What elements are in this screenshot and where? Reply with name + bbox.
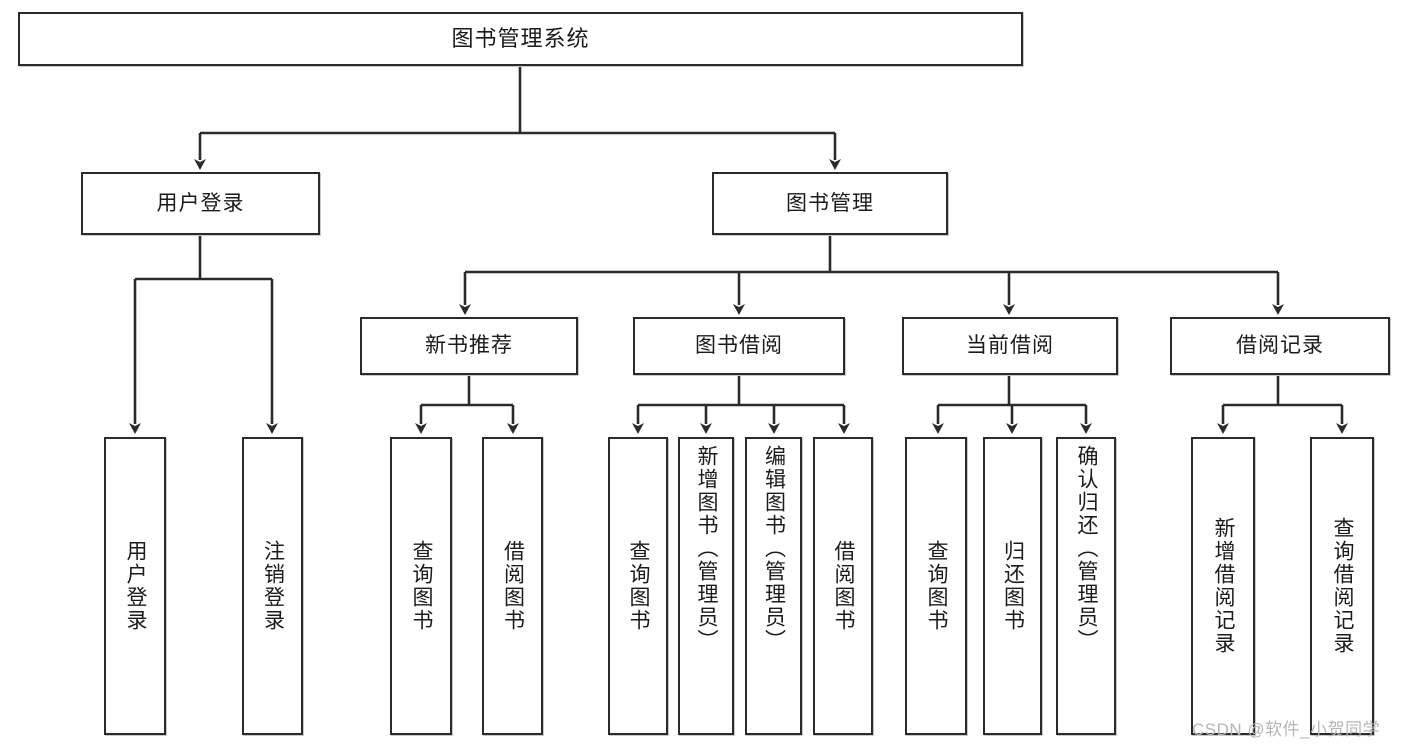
leaf-user-login-do[interactable]: 用户登录 — [104, 437, 166, 735]
leaf-recommend-query-book[interactable]: 查询图书 — [390, 437, 452, 735]
node-current-borrow[interactable]: 当前借阅 — [902, 317, 1118, 375]
node-label: 借阅图书 — [501, 540, 525, 632]
node-label: 图书管理 — [786, 191, 874, 215]
node-book-management[interactable]: 图书管理 — [712, 172, 948, 235]
node-label: 查询图书 — [925, 540, 949, 632]
node-label: 注销登录 — [261, 540, 285, 632]
node-label: 借阅图书 — [832, 540, 856, 632]
leaf-current-return-book[interactable]: 归还图书 — [983, 437, 1042, 735]
leaf-borrow-query-book[interactable]: 查询图书 — [608, 437, 668, 735]
node-new-book-recommend[interactable]: 新书推荐 — [360, 317, 578, 375]
leaf-record-add-borrow-record[interactable]: 新增借阅记录 — [1191, 437, 1255, 735]
leaf-user-logout[interactable]: 注销登录 — [242, 437, 303, 735]
leaf-current-query-book[interactable]: 查询图书 — [905, 437, 967, 735]
node-label: 新增借阅记录 — [1212, 517, 1236, 655]
node-label: 用户登录 — [156, 191, 245, 215]
watermark-text: CSDN @软件_小贺同学 — [1192, 720, 1381, 739]
node-root-book-management-system[interactable]: 图书管理系统 — [18, 12, 1023, 66]
node-borrow-record[interactable]: 借阅记录 — [1170, 317, 1390, 375]
node-label: 新书推荐 — [425, 334, 513, 358]
node-label: 用户登录 — [124, 540, 148, 632]
leaf-recommend-borrow-book[interactable]: 借阅图书 — [482, 437, 543, 735]
node-label: 确认归还（管理员） — [1075, 445, 1099, 652]
leaf-borrow-add-book-admin[interactable]: 新增图书（管理员） — [678, 437, 734, 735]
node-label: 图书借阅 — [695, 334, 783, 358]
leaf-borrow-edit-book-admin[interactable]: 编辑图书（管理员） — [745, 437, 802, 735]
leaf-record-query-borrow-record[interactable]: 查询借阅记录 — [1310, 437, 1374, 735]
node-book-borrow[interactable]: 图书借阅 — [633, 317, 845, 375]
leaf-current-confirm-return-admin[interactable]: 确认归还（管理员） — [1056, 437, 1116, 735]
node-label: 新增图书（管理员） — [695, 445, 719, 652]
node-label: 图书管理系统 — [451, 25, 590, 51]
node-label: 查询图书 — [410, 540, 434, 632]
node-label: 编辑图书（管理员） — [762, 445, 786, 652]
node-label: 当前借阅 — [966, 334, 1054, 358]
node-label: 归还图书 — [1001, 540, 1025, 632]
node-user-login[interactable]: 用户登录 — [81, 172, 320, 235]
node-label: 借阅记录 — [1236, 334, 1324, 358]
leaf-borrow-borrow-book[interactable]: 借阅图书 — [813, 437, 873, 735]
node-label: 查询图书 — [627, 540, 651, 632]
node-label: 查询借阅记录 — [1331, 517, 1355, 655]
